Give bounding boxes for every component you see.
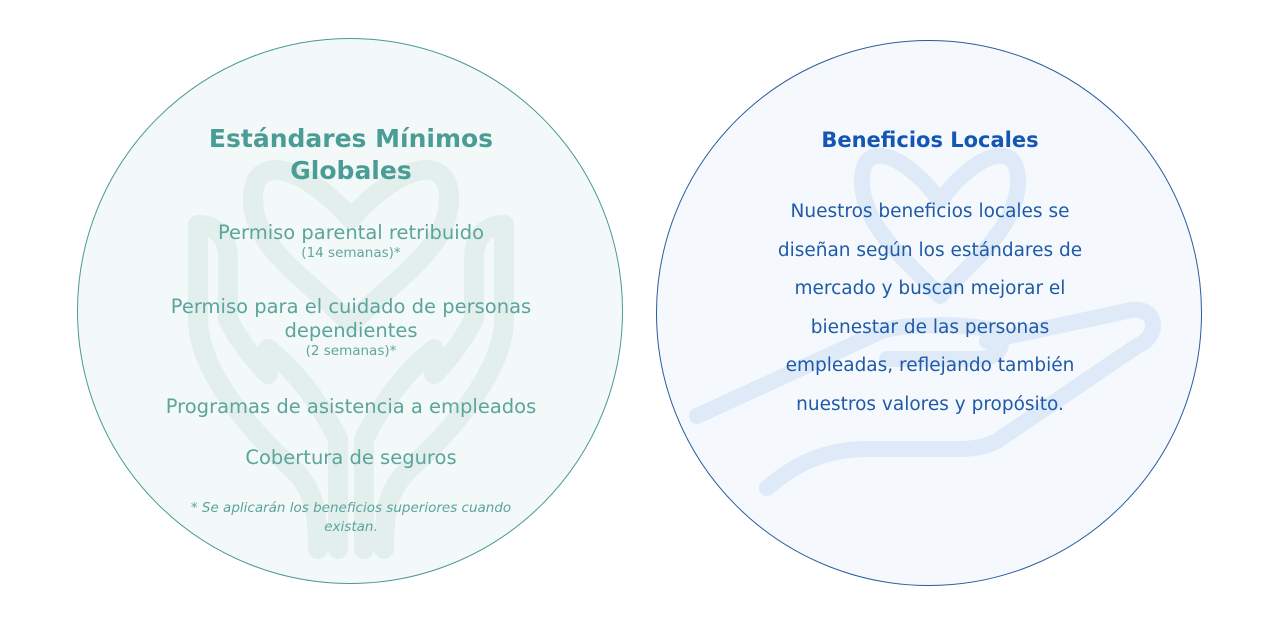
global-standards-title: Estándares Mínimos Globales <box>138 123 564 187</box>
title-line-2: Globales <box>290 156 412 185</box>
benefit-label: Cobertura de seguros <box>245 446 457 469</box>
description-line: mercado y buscan mejorar el <box>794 278 1066 299</box>
description-line: Nuestros beneficios locales se <box>790 201 1070 222</box>
benefit-item-employee-assistance: Programas de asistencia a empleados <box>118 395 584 419</box>
local-benefits-circle: Beneficios Locales Nuestros beneficios l… <box>656 40 1202 586</box>
description-line: bienestar de las personas <box>810 316 1050 338</box>
footnote-line-1: * Se aplicarán los beneficios superiores… <box>190 500 512 516</box>
description-line: empleadas, reflejando también <box>785 355 1075 376</box>
benefit-label: Programas de asistencia a empleados <box>165 395 537 418</box>
description-line: diseñan según los estándares de <box>777 239 1083 261</box>
description-line: nuestros valores y propósito. <box>796 393 1064 415</box>
benefit-item-dependent-care-leave: Permiso para el cuidado de personas depe… <box>118 295 584 359</box>
title-line-1: Estándares Mínimos <box>208 124 494 153</box>
footnote: * Se aplicarán los beneficios superiores… <box>148 499 554 537</box>
benefit-item-parental-leave: Permiso parental retribuido (14 semanas)… <box>118 221 584 261</box>
local-benefits-description: Nuestros beneficios locales se diseñan s… <box>747 193 1113 424</box>
local-benefits-title: Beneficios Locales <box>821 128 1039 152</box>
global-standards-circle: Estándares Mínimos Globales Permiso pare… <box>77 38 623 584</box>
benefit-label-line-1: Permiso para el cuidado de personas <box>170 295 532 318</box>
benefit-label: Permiso parental retribuido <box>217 221 485 244</box>
benefit-item-insurance: Cobertura de seguros <box>118 446 584 470</box>
footnote-line-2: existan. <box>324 519 378 535</box>
benefit-label-line-2: dependientes <box>284 319 418 342</box>
benefit-sub: (2 semanas)* <box>305 343 397 359</box>
benefit-sub: (14 semanas)* <box>301 245 401 261</box>
